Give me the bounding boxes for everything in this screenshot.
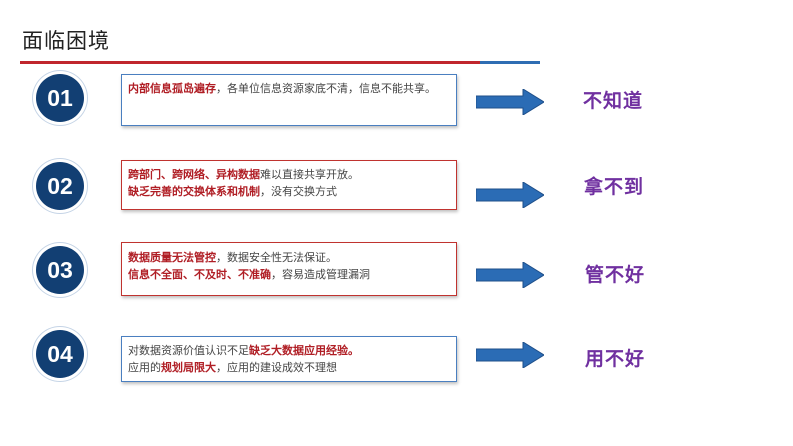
normal-text: ，数据安全性无法保证。 bbox=[216, 251, 337, 264]
right-arrow-icon bbox=[476, 182, 544, 208]
normal-text: 难以直接共享开放。 bbox=[260, 168, 359, 181]
number-badge: 01 bbox=[36, 74, 84, 122]
problem-description-box: 数据质量无法管控，数据安全性无法保证。 信息不全面、不及时、不准确，容易造成管理… bbox=[121, 242, 457, 296]
problem-description-box: 内部信息孤岛遍存，各单位信息资源家底不清，信息不能共享。 bbox=[121, 74, 457, 126]
highlight-text: 信息不全面、不及时、不准确 bbox=[128, 268, 271, 281]
number-badge: 03 bbox=[36, 246, 84, 294]
problem-row-02: 02 跨部门、跨网络、异构数据难以直接共享开放。 缺乏完善的交换体系和机制，没有… bbox=[0, 156, 793, 216]
right-arrow-icon bbox=[476, 342, 544, 368]
problem-row-01: 01 内部信息孤岛遍存，各单位信息资源家底不清，信息不能共享。 不知道 bbox=[0, 72, 793, 132]
description-line-1: 跨部门、跨网络、异构数据难以直接共享开放。 bbox=[128, 166, 450, 183]
highlight-text: 内部信息孤岛遍存 bbox=[128, 82, 216, 95]
title-underline bbox=[20, 61, 540, 64]
problem-description-box: 对数据资源价值认识不足缺乏大数据应用经验。 应用的规划局限大，应用的建设成效不理… bbox=[121, 336, 457, 382]
title-underline-blue bbox=[480, 61, 540, 64]
highlight-text: 跨部门、跨网络、异构数据 bbox=[128, 168, 260, 181]
number-badge: 04 bbox=[36, 330, 84, 378]
problem-row-03: 03 数据质量无法管控，数据安全性无法保证。 信息不全面、不及时、不准确，容易造… bbox=[0, 240, 793, 300]
highlight-text: 缺乏完善的交换体系和机制 bbox=[128, 185, 260, 198]
result-label: 用不好 bbox=[585, 348, 646, 370]
result-label: 拿不到 bbox=[584, 176, 645, 198]
problem-row-04: 04 对数据资源价值认识不足缺乏大数据应用经验。 应用的规划局限大，应用的建设成… bbox=[0, 328, 793, 388]
normal-text: 应用的 bbox=[128, 361, 161, 374]
normal-text: ，容易造成管理漏洞 bbox=[271, 268, 370, 281]
description-line-1: 对数据资源价值认识不足缺乏大数据应用经验。 bbox=[128, 342, 450, 359]
description-line-1: 内部信息孤岛遍存，各单位信息资源家底不清，信息不能共享。 bbox=[128, 80, 450, 97]
description-line-2: 应用的规划局限大，应用的建设成效不理想 bbox=[128, 359, 450, 376]
problem-description-box: 跨部门、跨网络、异构数据难以直接共享开放。 缺乏完善的交换体系和机制，没有交换方… bbox=[121, 160, 457, 210]
number-badge: 02 bbox=[36, 162, 84, 210]
description-line-2: 信息不全面、不及时、不准确，容易造成管理漏洞 bbox=[128, 266, 450, 283]
right-arrow-icon bbox=[476, 89, 544, 115]
description-line-2: 缺乏完善的交换体系和机制，没有交换方式 bbox=[128, 183, 450, 200]
description-line-1: 数据质量无法管控，数据安全性无法保证。 bbox=[128, 249, 450, 266]
highlight-text: 缺乏大数据应用经验。 bbox=[249, 344, 359, 357]
highlight-text: 数据质量无法管控 bbox=[128, 251, 216, 264]
normal-text: ，各单位信息资源家底不清，信息不能共享。 bbox=[216, 82, 436, 95]
result-label: 不知道 bbox=[583, 90, 644, 112]
right-arrow-icon bbox=[476, 262, 544, 288]
page-title: 面临困境 bbox=[22, 29, 110, 53]
title-underline-red bbox=[20, 61, 480, 64]
normal-text: ，没有交换方式 bbox=[260, 185, 337, 198]
normal-text: 对数据资源价值认识不足 bbox=[128, 344, 249, 357]
result-label: 管不好 bbox=[585, 264, 646, 286]
normal-text: ，应用的建设成效不理想 bbox=[216, 361, 337, 374]
highlight-text: 规划局限大 bbox=[161, 361, 216, 374]
